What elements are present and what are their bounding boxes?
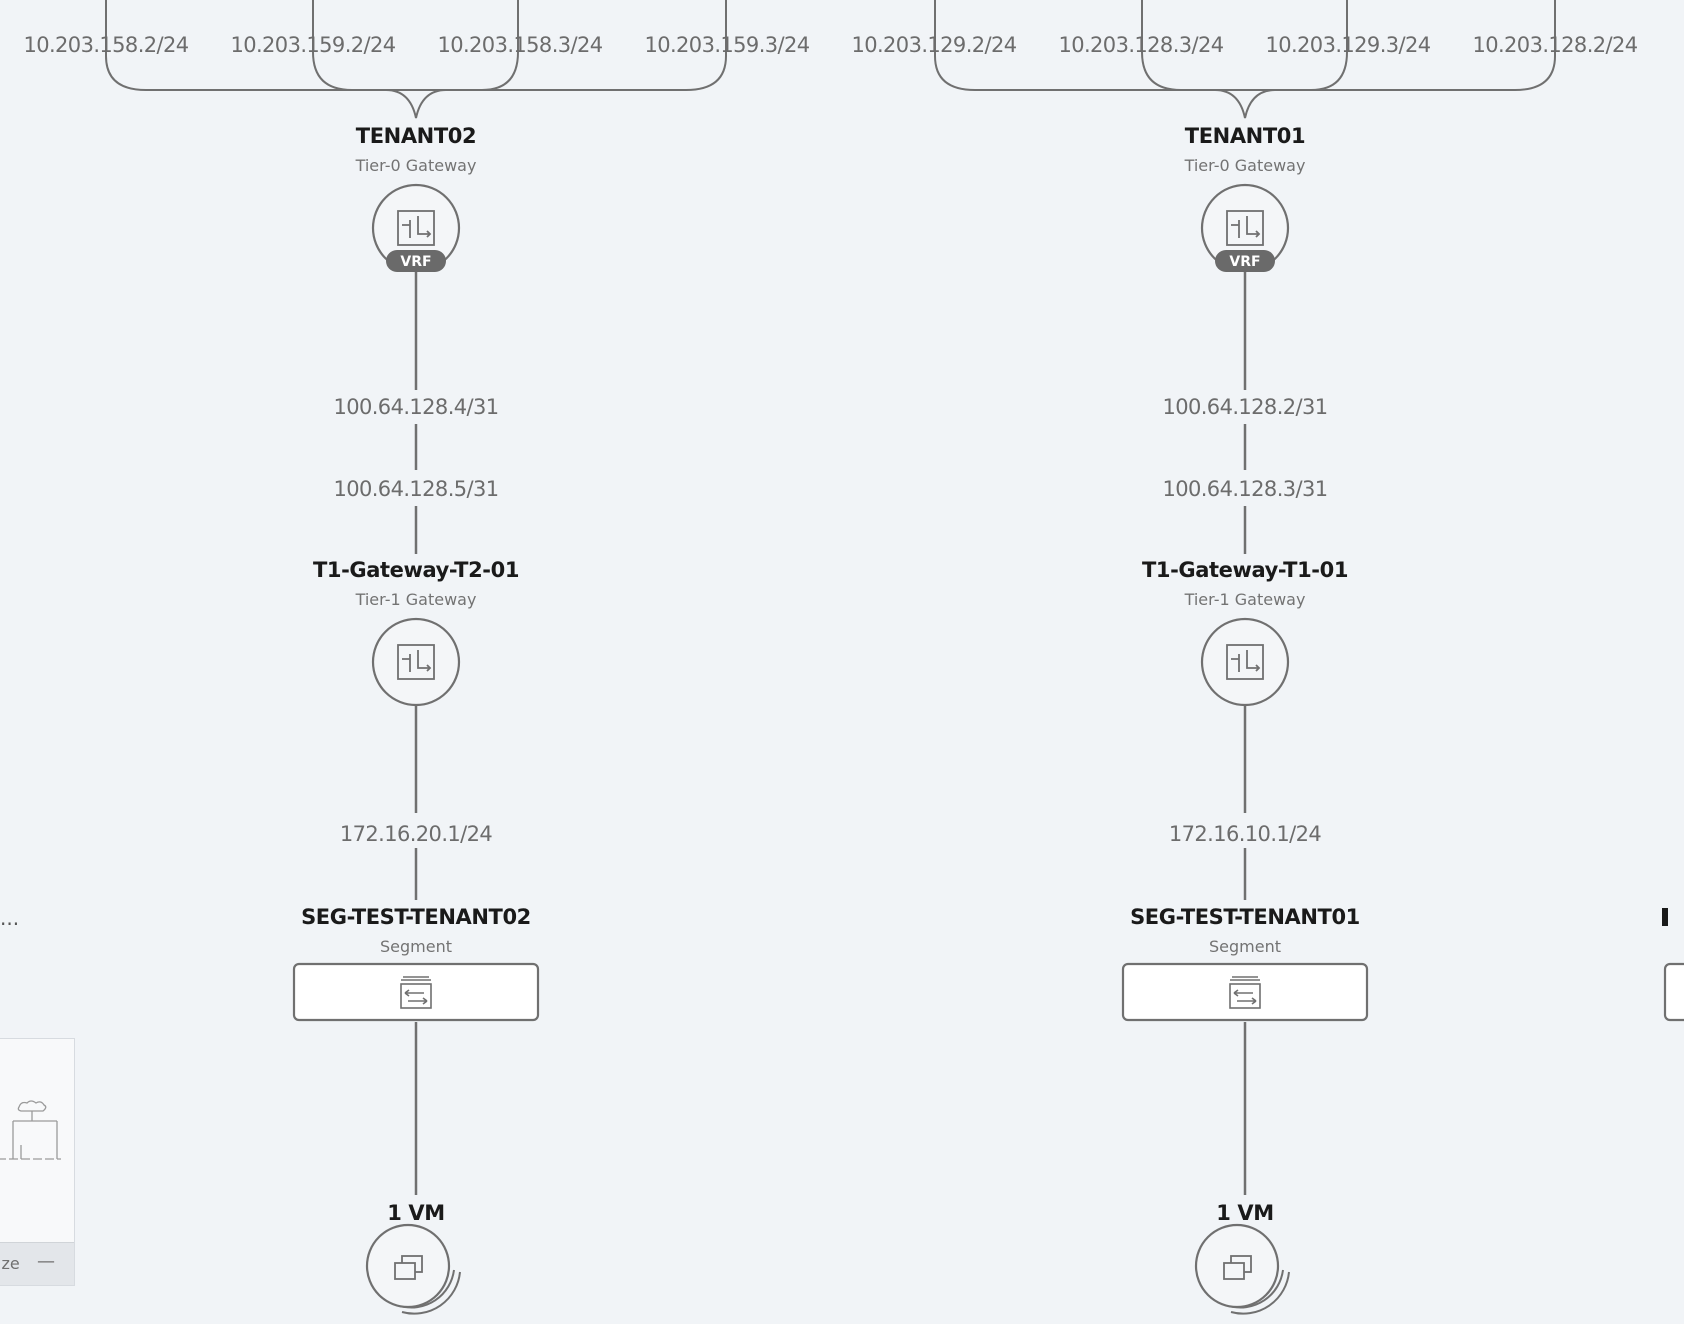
- tier1-uplink-ip: 100.64.128.5/31: [333, 477, 498, 501]
- tenant01-topology: 10.203.129.2/24 10.203.128.3/24 10.203.1…: [851, 0, 1638, 1315]
- tier0-downlink-ip: 100.64.128.2/31: [1162, 395, 1327, 419]
- vrf-badge: [386, 250, 446, 272]
- router-icon: [1226, 210, 1264, 246]
- segment-gateway-ip: 172.16.10.1/24: [1169, 822, 1322, 846]
- switch-icon: [1229, 976, 1261, 1009]
- tier0-type: Tier-0 Gateway: [1184, 156, 1306, 175]
- tier1-uplink-ip: 100.64.128.3/31: [1162, 477, 1327, 501]
- segment-gateway-ip: 172.16.20.1/24: [340, 822, 493, 846]
- segment-node[interactable]: [1121, 962, 1369, 1022]
- router-icon: [397, 644, 435, 680]
- offscreen-segment-node[interactable]: [1662, 908, 1684, 1022]
- vm-group-node[interactable]: [365, 1223, 461, 1315]
- vrf-badge-label: VRF: [1229, 254, 1260, 270]
- uplink-ip-label: 10.203.129.3/24: [1265, 33, 1430, 57]
- uplink-ip-label: 10.203.129.2/24: [851, 33, 1016, 57]
- tier1-type: Tier-1 Gateway: [1184, 590, 1306, 609]
- tier1-gateway-node[interactable]: [1200, 617, 1290, 707]
- uplink-ip-label: 10.203.128.2/24: [1472, 33, 1637, 57]
- tier0-downlink-ip: 100.64.128.4/31: [333, 395, 498, 419]
- vrf-badge-label: VRF: [400, 254, 431, 270]
- tier1-name[interactable]: T1-Gateway-T1-01: [1142, 558, 1348, 582]
- minimap-preview[interactable]: [0, 1039, 76, 1245]
- switch-icon: [400, 976, 432, 1009]
- segment-name[interactable]: SEG-TEST-TENANT02: [301, 905, 531, 929]
- segment-node[interactable]: [292, 962, 540, 1022]
- vrf-badge: [1215, 250, 1275, 272]
- tenant02-uplink-braces: [105, 0, 727, 119]
- tier0-name[interactable]: TENANT02: [356, 124, 477, 148]
- vm-count[interactable]: 1 VM: [1216, 1201, 1274, 1225]
- uplink-ip-label: 10.203.159.2/24: [230, 33, 395, 57]
- tier0-gateway-node[interactable]: VRF: [1200, 183, 1290, 273]
- uplink-ip-label: 10.203.128.3/24: [1058, 33, 1223, 57]
- minimap-label: ize: [0, 1254, 20, 1273]
- vm-stack-icon: [1223, 1255, 1252, 1280]
- uplink-ip-label: 10.203.158.3/24: [437, 33, 602, 57]
- router-icon: [397, 210, 435, 246]
- segment-name[interactable]: SEG-TEST-TENANT01: [1130, 905, 1360, 929]
- uplink-ip-label: 10.203.158.2/24: [23, 33, 188, 57]
- tier0-type: Tier-0 Gateway: [355, 156, 477, 175]
- vm-stack-icon: [394, 1255, 423, 1280]
- tier0-gateway-node[interactable]: VRF: [371, 183, 461, 273]
- minimap-panel[interactable]: ize —: [0, 1038, 75, 1286]
- uplink-ip-label: 10.203.159.3/24: [644, 33, 809, 57]
- tier1-gateway-node[interactable]: [371, 617, 461, 707]
- segment-type: Segment: [1209, 937, 1281, 956]
- vm-group-node[interactable]: [1194, 1223, 1290, 1315]
- vm-count[interactable]: 1 VM: [387, 1201, 445, 1225]
- minimap-footer: ize —: [0, 1242, 74, 1285]
- tenant01-uplink-braces: [934, 0, 1556, 119]
- offscreen-segment-name-fragment: [1662, 908, 1668, 926]
- segment-type: Segment: [380, 937, 452, 956]
- tenant02-topology: 10.203.158.2/24 10.203.159.2/24 10.203.1…: [23, 0, 810, 1315]
- minimize-icon[interactable]: —: [37, 1251, 55, 1272]
- tier1-name[interactable]: T1-Gateway-T2-01: [313, 558, 519, 582]
- offscreen-node-ellipsis: ...: [0, 906, 20, 930]
- tier1-type: Tier-1 Gateway: [355, 590, 477, 609]
- router-icon: [1226, 644, 1264, 680]
- tier0-name[interactable]: TENANT01: [1185, 124, 1306, 148]
